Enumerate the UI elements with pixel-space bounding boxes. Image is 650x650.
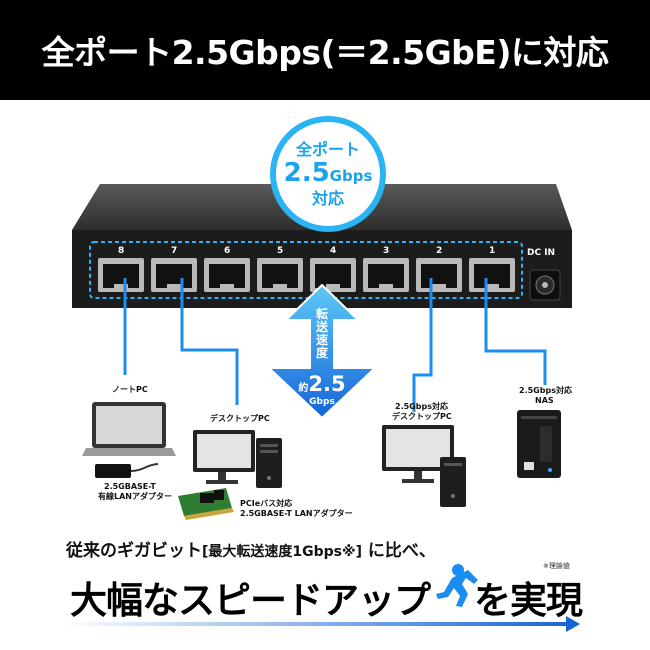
desktop-pc2-illustration (382, 425, 466, 507)
connection-lines (123, 278, 547, 412)
nas-illustration (517, 410, 561, 478)
all-ports-badge: 全ポート 2.5Gbps 対応 (270, 116, 386, 232)
ethernet-port-3 (363, 258, 409, 292)
desktop-label: デスクトップPC (210, 414, 270, 423)
ethernet-port-6 (204, 258, 250, 292)
ethernet-port-1 (469, 258, 515, 292)
badge-speed-value: 2.5 (283, 157, 330, 188)
nas-label-2: NAS (535, 396, 554, 405)
header-banner: 全ポート2.5Gbps(＝2.5GbE)に対応 (0, 0, 650, 100)
port-number-6: 6 (224, 246, 231, 256)
arrow-speed-unit: Gbps (309, 397, 335, 407)
illustration-svg (60, 184, 580, 632)
header-title: 全ポート2.5Gbps(＝2.5GbE)に対応 (41, 33, 609, 72)
ethernet-port-7 (151, 258, 197, 292)
tagline-bracket: [最大転送速度1Gbps※] (202, 544, 363, 560)
port-number-7: 7 (171, 246, 178, 256)
badge-line2: 2.5Gbps (284, 159, 373, 190)
tagline-line1: 従来のギガビット[最大転送速度1Gbps※] に比べ、 (66, 536, 436, 561)
arrow-vertical-text: 転送速度 (315, 307, 328, 360)
line-port2-desktop (412, 278, 433, 412)
badge-speed-unit: Gbps (329, 166, 373, 185)
pcie-label-2: 2.5GBASE-T LANアダプター (240, 509, 353, 518)
tagline-main: 大幅なスピードアップ (70, 579, 431, 622)
arrow-speed-number: 2.5 (308, 372, 346, 396)
port-number-5: 5 (277, 246, 284, 256)
desktop2-label-1: 2.5Gbps対応 (395, 402, 448, 411)
dc-in-jack (529, 269, 561, 301)
tagline-end: を実現 (474, 579, 583, 622)
usb-adapter-label-2: 有線LANアダプター (98, 492, 172, 501)
network-switch (72, 184, 572, 308)
tagline-post: に比べ、 (362, 541, 436, 561)
tagline-line2: 大幅なスピードアップを実現 (70, 570, 583, 624)
ports-highlight-frame (89, 241, 523, 299)
badge-line3: 対応 (311, 188, 344, 208)
usb-adapter-label-1: 2.5GBASE-T (104, 482, 156, 491)
port-number-1: 1 (489, 246, 496, 256)
ethernet-port-8 (98, 258, 144, 292)
line-port7-desktop (180, 278, 239, 405)
badge-line1: 全ポート (295, 139, 360, 159)
pcie-card-illustration (178, 488, 234, 520)
arrow-speed-value: 約2.5 (284, 372, 360, 396)
line-port1-nas (484, 278, 547, 385)
ethernet-port-2 (416, 258, 462, 292)
desktop2-label-2: デスクトップPC (392, 412, 452, 421)
port-row (98, 258, 515, 292)
notebook-label: ノートPC (112, 385, 148, 394)
port-number-2: 2 (436, 246, 443, 256)
port-number-8: 8 (118, 246, 125, 256)
ethernet-port-5 (257, 258, 303, 292)
runner-icon (436, 564, 478, 607)
theoretical-note: ※理論値 (543, 562, 570, 570)
port-number-3: 3 (383, 246, 390, 256)
pcie-label-1: PCIeバス対応 (240, 499, 293, 508)
dc-in-label: DC IN (527, 248, 556, 258)
notebook-pc-illustration (82, 402, 176, 456)
usb-lan-adapter-illustration (95, 463, 159, 478)
nas-label-1: 2.5Gbps対応 (519, 386, 572, 395)
ethernet-port-4 (310, 258, 356, 292)
tagline-pre: 従来のギガビット (66, 541, 202, 561)
bottom-underline-arrow (60, 616, 580, 632)
port-number-4: 4 (330, 246, 337, 256)
desktop-pc-illustration (193, 430, 282, 488)
arrow-speed-prefix: 約 (298, 383, 309, 394)
speed-arrow (266, 283, 378, 420)
